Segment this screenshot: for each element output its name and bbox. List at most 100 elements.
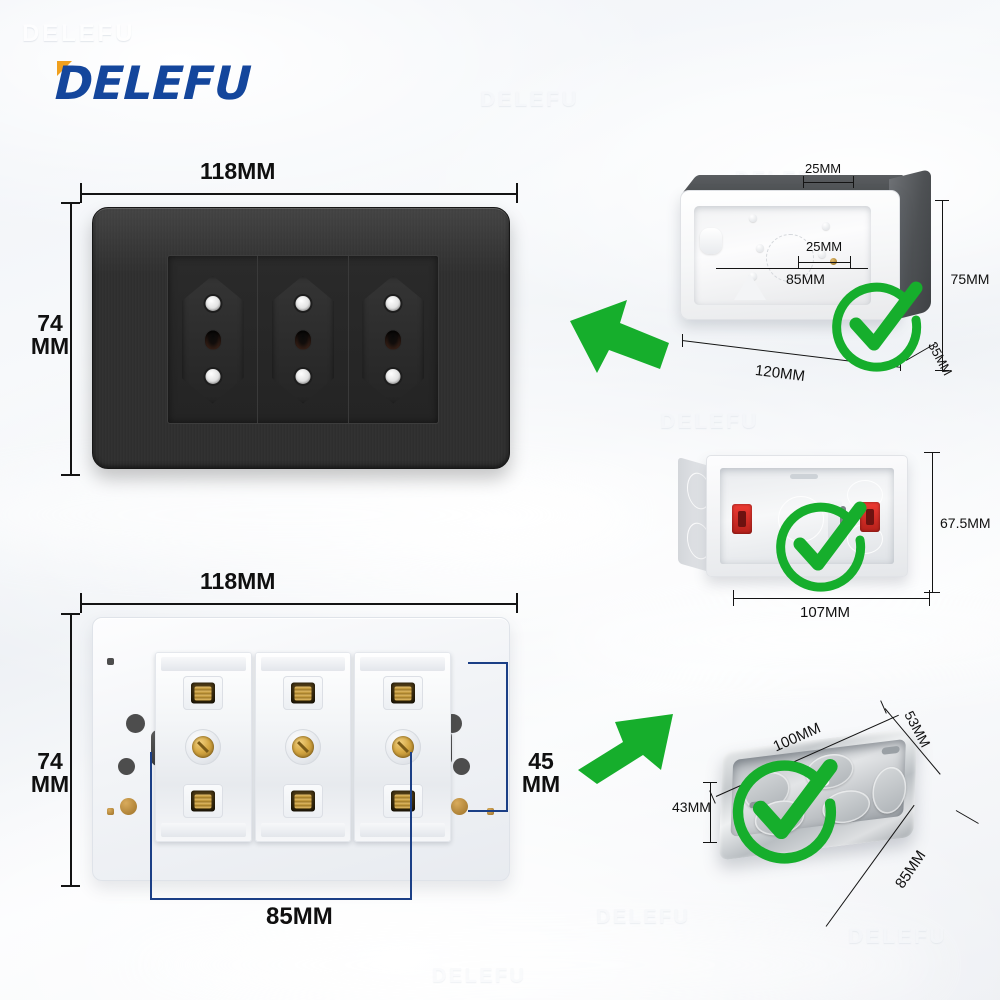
earth-terminal-screw bbox=[185, 729, 222, 765]
compatible-check-icon bbox=[776, 501, 867, 592]
back-width-label: 118MM bbox=[200, 568, 276, 594]
back-width-line bbox=[80, 603, 516, 605]
sb-top-notch-tick-right bbox=[853, 176, 854, 188]
compatible-check-icon bbox=[832, 281, 923, 372]
back-width-tick-right bbox=[516, 593, 518, 613]
fb-height-line bbox=[932, 452, 933, 592]
back-mount-span-label: 85MM bbox=[266, 903, 333, 930]
box-face bbox=[706, 455, 908, 577]
sb-height-tick-top bbox=[935, 200, 949, 201]
mount-hole bbox=[126, 714, 145, 733]
sb-height-label: 75MM bbox=[950, 271, 990, 287]
socket-outlet-3[interactable] bbox=[349, 256, 438, 423]
logo-triangle-icon bbox=[57, 61, 72, 76]
sb-inner-tick-right bbox=[850, 256, 851, 268]
arrow-up-right-icon bbox=[578, 714, 673, 784]
socket-pin-hole-neutral bbox=[295, 368, 311, 384]
back-height-tick-bottom bbox=[61, 885, 80, 887]
box-body bbox=[680, 190, 900, 320]
fb-length-tick-right bbox=[929, 590, 930, 606]
notch bbox=[790, 474, 818, 479]
socket-pin-hole-live bbox=[385, 295, 401, 311]
sb-screw-span-label: 85MM bbox=[786, 271, 825, 287]
screw-clip-left bbox=[732, 504, 752, 534]
socket-ground-hole bbox=[294, 330, 311, 349]
brass-insert bbox=[120, 798, 137, 815]
fb-length-label: 107MM bbox=[800, 604, 851, 621]
corner-mark bbox=[107, 658, 114, 665]
rear-terminal-modules bbox=[155, 652, 452, 842]
front-height-tick-bottom bbox=[61, 474, 80, 476]
front-height-label: 74 MM bbox=[30, 310, 70, 360]
back-height-line bbox=[70, 613, 72, 885]
knockout bbox=[871, 764, 907, 816]
socket-module-group bbox=[167, 255, 439, 424]
socket-pin-hole-live bbox=[295, 295, 311, 311]
logo-text: DELEFU bbox=[54, 56, 253, 110]
terminal-screw-block-bottom bbox=[382, 784, 423, 818]
boss bbox=[822, 222, 830, 230]
terminal-screw-block-top bbox=[283, 676, 323, 710]
back-inner-height-tick-bottom bbox=[468, 810, 508, 812]
brass-insert bbox=[451, 798, 468, 815]
sb-inner-label: 25MM bbox=[806, 239, 843, 254]
terminal-module-1 bbox=[155, 652, 252, 842]
earth-terminal-screw bbox=[384, 729, 421, 765]
sb-screw-span-line bbox=[716, 268, 868, 269]
socket-ground-hole bbox=[204, 330, 221, 349]
socket-recess bbox=[271, 275, 334, 404]
sb-height-line bbox=[942, 200, 943, 370]
corner-mark bbox=[107, 808, 114, 815]
screw-boss-right bbox=[830, 258, 837, 265]
mount-hole bbox=[453, 758, 470, 775]
slot bbox=[881, 745, 900, 755]
mb-height-tick-top bbox=[703, 782, 717, 783]
front-width-tick-left bbox=[80, 183, 82, 203]
background-haze-3 bbox=[120, 930, 940, 1000]
arrow-down-right-icon bbox=[570, 300, 669, 373]
flush-mount-box bbox=[678, 447, 928, 597]
sb-top-notch-tick-left bbox=[803, 176, 804, 188]
knockout-circle bbox=[766, 234, 814, 282]
boss bbox=[756, 244, 764, 252]
back-height-label: 74 MM bbox=[30, 748, 70, 798]
back-mount-span-line bbox=[150, 898, 412, 900]
front-width-tick-right bbox=[516, 183, 518, 203]
terminal-screw-block-bottom bbox=[183, 784, 224, 818]
socket-ground-hole bbox=[385, 330, 402, 349]
back-mount-span-tick-right bbox=[410, 752, 412, 900]
sb-inner-tick-left bbox=[798, 256, 799, 268]
socket-recess bbox=[181, 275, 244, 404]
front-width-label: 118MM bbox=[200, 158, 276, 184]
brand-logo: DELEFU bbox=[54, 56, 253, 110]
mount-hole bbox=[118, 758, 135, 775]
terminal-module-3 bbox=[354, 652, 452, 842]
back-inner-height-line bbox=[506, 662, 508, 810]
back-mount-span-tick-left bbox=[150, 752, 152, 900]
front-height-tick-top bbox=[61, 202, 80, 204]
fb-height-tick-top bbox=[924, 452, 940, 453]
back-width-tick-left bbox=[80, 593, 82, 613]
terminal-screw-block-top bbox=[382, 676, 423, 710]
box-cavity bbox=[694, 206, 871, 305]
terminal-module-2 bbox=[254, 652, 352, 842]
rib bbox=[734, 274, 766, 300]
background-haze-1 bbox=[0, 470, 640, 560]
screw-pillar-left bbox=[700, 228, 722, 254]
front-socket-panel bbox=[92, 207, 510, 469]
mb-height-tick-bottom bbox=[703, 842, 717, 843]
socket-outlet-1[interactable] bbox=[168, 256, 259, 423]
boss bbox=[818, 250, 826, 258]
socket-outlet-2[interactable] bbox=[258, 256, 349, 423]
socket-pin-hole-live bbox=[205, 295, 221, 311]
front-width-line bbox=[80, 193, 516, 195]
socket-pin-hole-neutral bbox=[385, 368, 401, 384]
sb-top-notch-label: 25MM bbox=[805, 161, 842, 176]
back-socket-plate bbox=[92, 617, 510, 881]
sb-length-tick-left bbox=[682, 334, 683, 347]
back-inner-height-tick-top bbox=[468, 662, 508, 664]
back-height-tick-top bbox=[61, 613, 80, 615]
fb-length-line bbox=[733, 598, 929, 599]
back-inner-height-label: 45 MM bbox=[521, 748, 561, 798]
background-haze-2 bbox=[560, 600, 1000, 680]
